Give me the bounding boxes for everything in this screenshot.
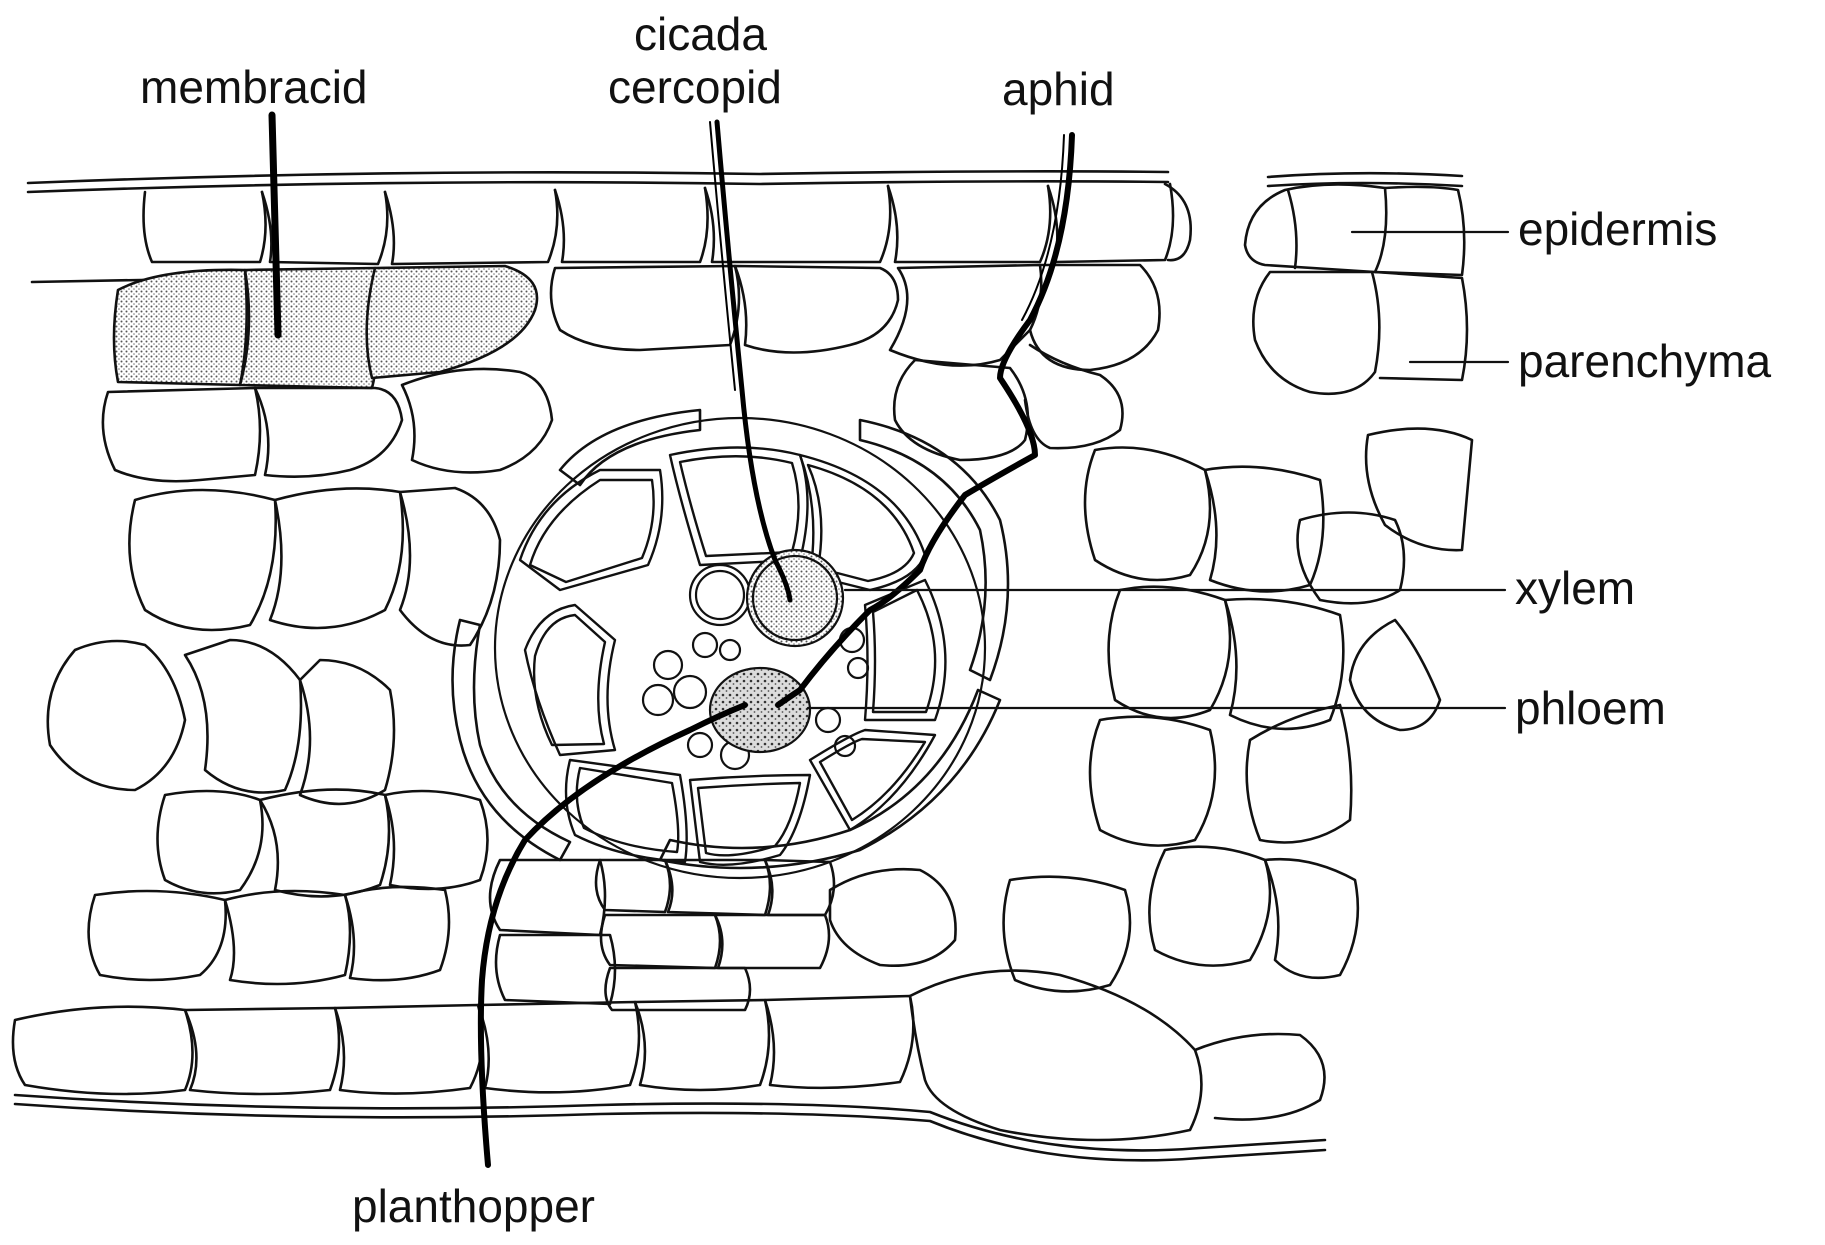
label-phloem: phloem bbox=[1515, 682, 1666, 734]
label-epidermis: epidermis bbox=[1518, 203, 1717, 255]
label-xylem: xylem bbox=[1515, 562, 1635, 614]
lower-small-cells bbox=[490, 860, 956, 1010]
epidermis-cells-right bbox=[1245, 184, 1464, 275]
parenchyma-right bbox=[1004, 448, 1440, 992]
cicada-cercopid-stylet bbox=[717, 122, 790, 600]
lower-epidermis bbox=[13, 971, 1325, 1161]
label-parenchyma: parenchyma bbox=[1518, 335, 1772, 387]
parenchyma-row-2 bbox=[551, 265, 1467, 394]
label-planthopper: planthopper bbox=[352, 1180, 595, 1232]
label-cercopid: cercopid bbox=[608, 61, 782, 113]
label-aphid: aphid bbox=[1002, 63, 1115, 115]
epidermis-cells-left bbox=[144, 184, 1191, 264]
label-membracid: membracid bbox=[140, 61, 368, 113]
parenchyma-left bbox=[48, 488, 500, 984]
label-cicada: cicada bbox=[634, 8, 767, 60]
